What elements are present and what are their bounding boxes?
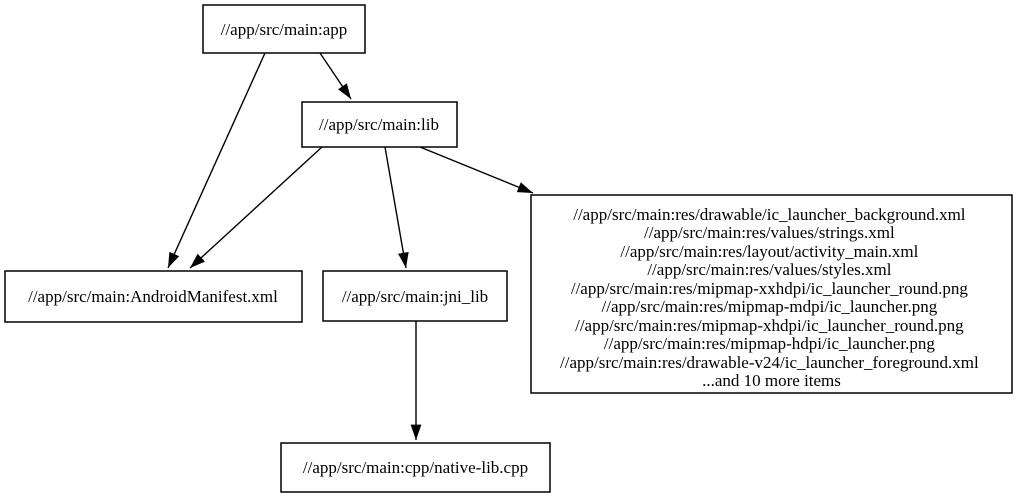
node-jni-lib: //app/src/main:jni_lib <box>322 270 508 322</box>
node-app: //app/src/main:app <box>202 4 366 54</box>
node-lib-box <box>301 101 458 148</box>
res-file-line: //app/src/main:res/drawable/ic_launcher_… <box>573 205 966 224</box>
node-res-files-box <box>530 194 1013 394</box>
node-lib: //app/src/main:lib <box>301 101 458 148</box>
node-native-lib-cpp: //app/src/main:cpp/native-lib.cpp <box>280 442 551 493</box>
res-file-line: //app/src/main:res/values/styles.xml <box>647 260 891 279</box>
node-android-manifest-box <box>4 270 303 323</box>
node-native-lib-cpp-label: //app/src/main:cpp/native-lib.cpp <box>303 458 528 477</box>
node-app-box <box>202 4 366 54</box>
node-app-label: //app/src/main:app <box>221 20 348 39</box>
node-android-manifest: //app/src/main:AndroidManifest.xml <box>4 270 303 323</box>
edge-lib-to-android-manifest <box>189 146 323 269</box>
node-res-files-label: //app/src/main:res/drawable/ic_launcher_… <box>560 205 983 390</box>
node-lib-label: //app/src/main:lib <box>319 115 439 134</box>
node-jni-lib-label: //app/src/main:jni_lib <box>342 287 488 306</box>
node-jni-lib-box <box>322 270 508 322</box>
res-file-more-items: ...and 10 more items <box>702 371 841 390</box>
res-file-line: //app/src/main:res/mipmap-mdpi/ic_launch… <box>602 297 938 316</box>
node-android-manifest-label: //app/src/main:AndroidManifest.xml <box>28 287 278 306</box>
res-file-line: //app/src/main:res/layout/activity_main.… <box>620 242 918 261</box>
node-res-files: //app/src/main:res/drawable/ic_launcher_… <box>530 194 1013 394</box>
res-file-line: //app/src/main:res/mipmap-xxhdpi/ic_laun… <box>571 279 969 298</box>
res-file-line: //app/src/main:res/mipmap-xhdpi/ic_launc… <box>575 316 964 335</box>
node-native-lib-cpp-box <box>280 442 551 493</box>
edges <box>167 52 534 440</box>
edge-lib-to-res-files <box>419 146 534 194</box>
res-file-line: //app/src/main:res/values/strings.xml <box>644 223 895 242</box>
edge-lib-to-jni-lib <box>384 146 409 269</box>
res-file-line: //app/src/main:res/drawable-v24/ic_launc… <box>560 353 979 372</box>
res-file-line: //app/src/main:res/mipmap-hdpi/ic_launch… <box>604 334 935 353</box>
edge-app-to-android-manifest <box>167 52 266 269</box>
edge-app-to-lib <box>319 52 352 100</box>
